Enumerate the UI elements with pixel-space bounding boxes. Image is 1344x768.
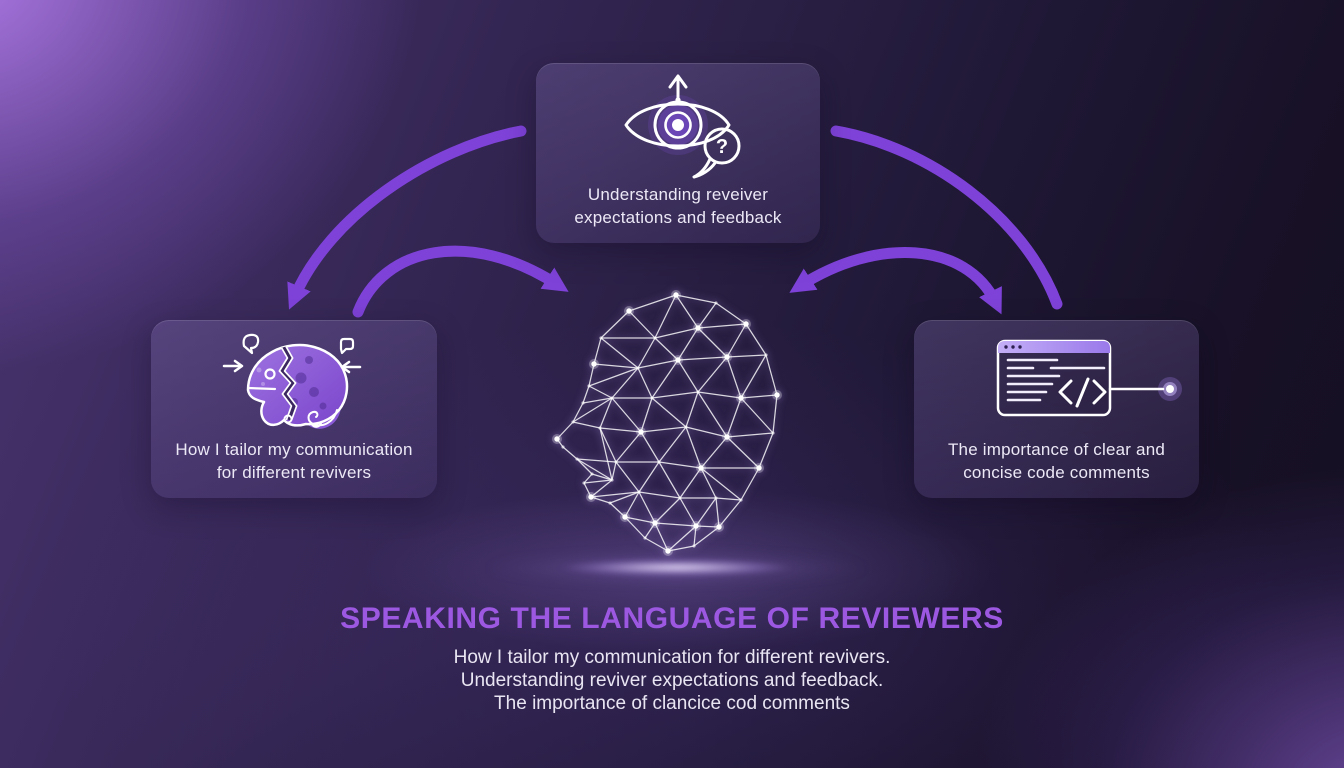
- card-right-label: The importance of clear and concise code…: [914, 439, 1199, 484]
- arrow-inward-left: [222, 359, 244, 373]
- card-right-label-line2: concise code comments: [963, 462, 1150, 482]
- code-glyph: [1058, 377, 1107, 408]
- card-left-label-line1: How I tailor my communication: [175, 440, 413, 459]
- card-top-label-line2: expectations and feedback: [574, 207, 782, 227]
- speech-mark-right: [339, 337, 355, 355]
- arrow-right-card-to-head: [789, 247, 1002, 315]
- card-code-comments: The importance of clear and concise code…: [914, 320, 1199, 498]
- arrow-top-to-right-card: [830, 125, 1063, 310]
- card-tailored-communication: How I tailor my communication for differ…: [151, 320, 437, 498]
- card-left-label: How I tailor my communication for differ…: [151, 439, 437, 484]
- footer-subtitle: How I tailor my communication for differ…: [0, 646, 1344, 715]
- footer-line-3: The importance of clancice cod comments: [494, 693, 850, 714]
- card-reviewer-expectations: ? Understanding reveiver expectations an…: [536, 63, 820, 243]
- arrow-top-to-left-card: [287, 125, 527, 310]
- question-mark-glyph: ?: [716, 136, 728, 158]
- chameleon-icon: [222, 333, 362, 429]
- card-left-label-line2: for different revivers: [216, 462, 372, 482]
- code-window-icon: [996, 339, 1182, 417]
- footer-line-1: How I tailor my communication for differ…: [453, 647, 891, 668]
- card-top-label-line1: Understanding reveiver: [587, 185, 769, 204]
- arrow-inward-right: [340, 360, 362, 374]
- arrow-left-card-to-head: [352, 245, 569, 318]
- floor-glow: [527, 557, 827, 578]
- footer-line-2: Understanding reviver expectations and f…: [460, 670, 884, 691]
- footer-title: SPEAKING THE LANGUAGE OF REVIEWERS: [340, 602, 1004, 635]
- connector-glow-dot: [1166, 385, 1174, 393]
- card-top-label: Understanding reveiver expectations and …: [536, 184, 820, 229]
- eye-question-icon: ?: [624, 74, 741, 179]
- speech-mark-left: [242, 333, 260, 355]
- card-right-label-line1: The importance of clear and: [947, 440, 1166, 459]
